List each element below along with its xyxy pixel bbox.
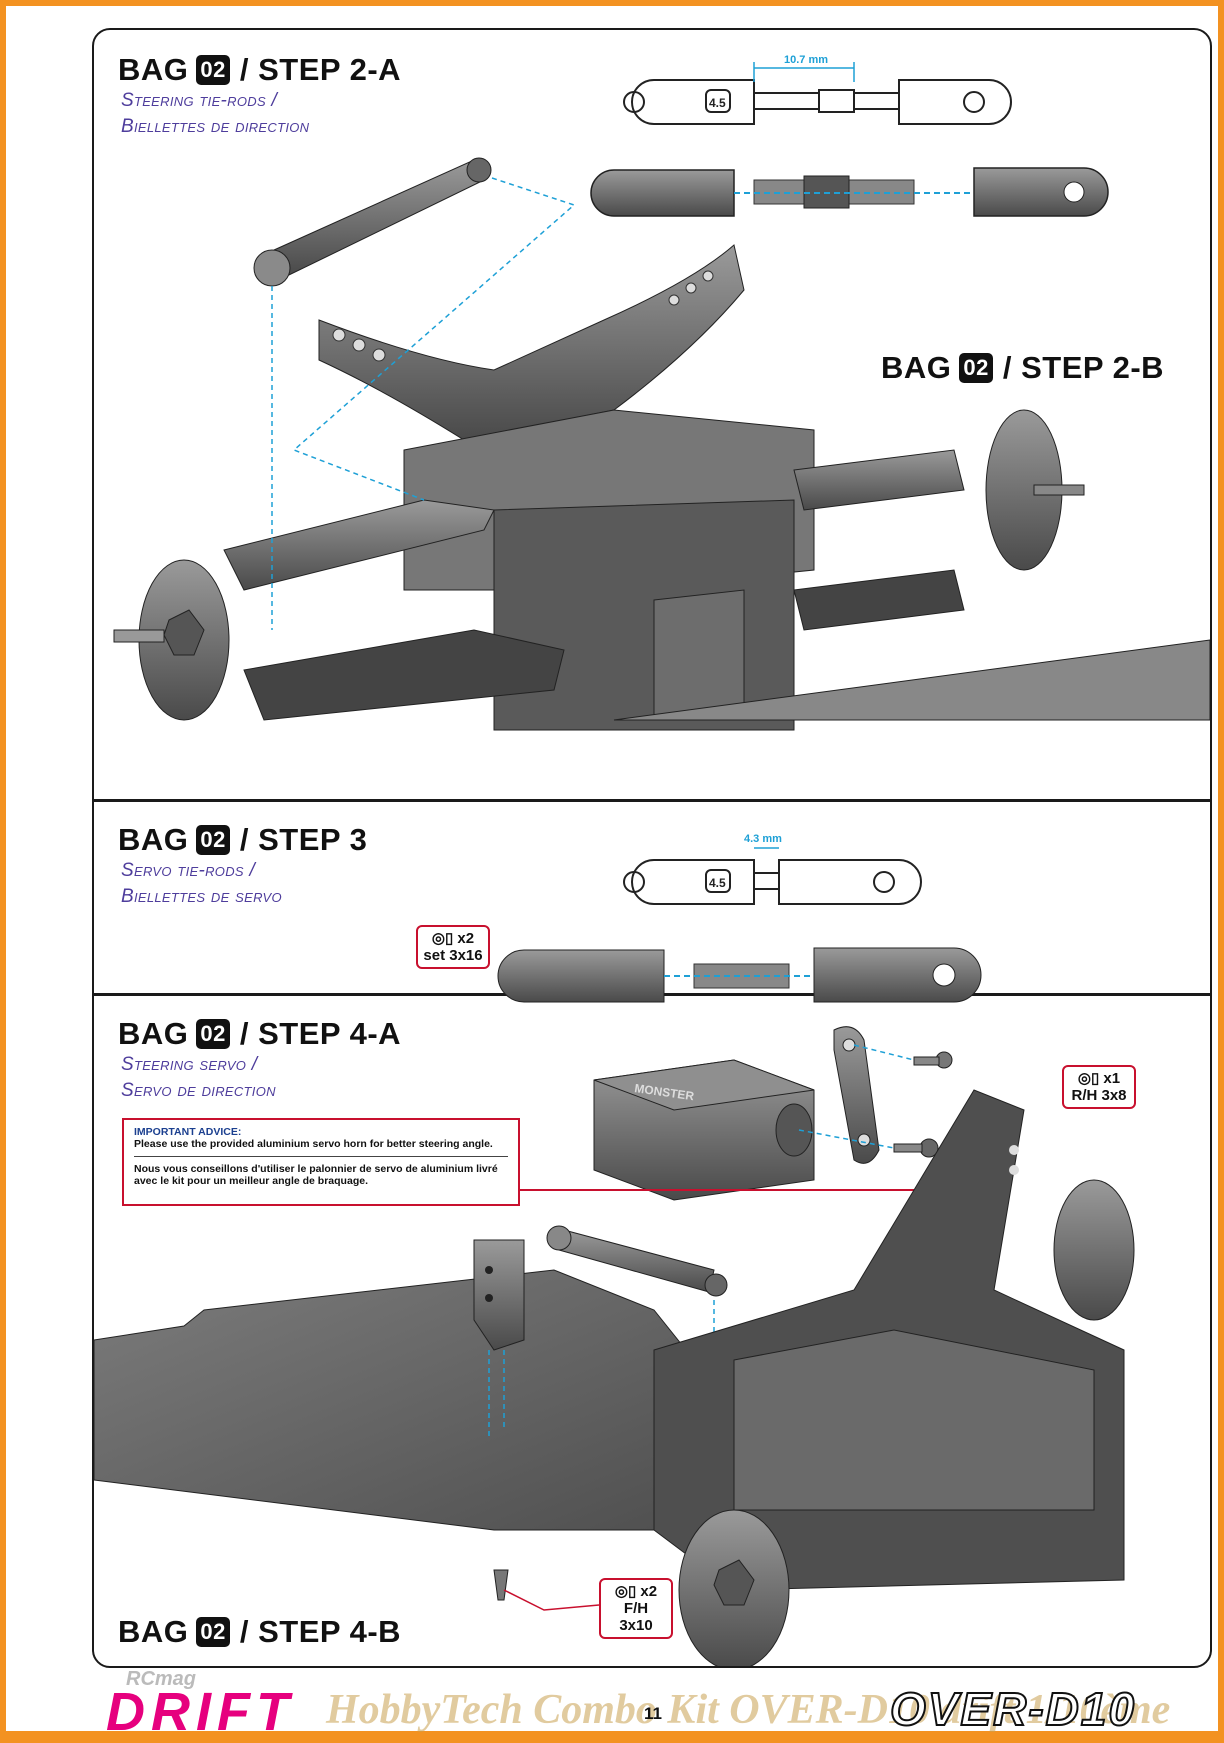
washer-icon: ◎▯ x2 (614, 1583, 658, 1600)
bag-number: 02 (196, 825, 230, 855)
part-badge-rh3x8: ◎▯ x1 R/H 3x8 (1062, 1065, 1136, 1109)
servo-link-rod (546, 1225, 728, 1400)
bag-label: BAG (881, 350, 952, 385)
bag-label: BAG (118, 1016, 189, 1051)
step-2b-title: BAG 02 / STEP 2-B (881, 350, 1164, 386)
chassis-plate (94, 1269, 735, 1531)
bag-label: BAG (118, 822, 189, 857)
servo-tierod-exploded-parts (497, 947, 982, 1003)
step-4a-subtitle-fr: Servo de direction (121, 1080, 276, 1101)
part-badge-set3x16: ◎▯ x2 set 3x16 (416, 925, 490, 969)
step-label: / STEP 3 (239, 822, 368, 857)
part-badge-fh3x10: ◎▯ x2 F/H 3x10 (599, 1578, 673, 1639)
step-2a-subtitle-en: Steering tie-rods / (121, 90, 278, 111)
advice-text-en: Please use the provided aluminium servo … (134, 1138, 493, 1150)
servo-horn (833, 1026, 880, 1164)
step-3-title: BAG 02 / STEP 3 (118, 822, 367, 858)
bag-number: 02 (196, 1019, 230, 1049)
steering-servo: MONSTER (593, 1059, 815, 1201)
rcmag-watermark: RCmag (126, 1668, 197, 1690)
front-end-assembly (113, 157, 1210, 731)
page-number: 11 (644, 1704, 662, 1723)
part-name: set 3x16 (423, 947, 483, 964)
front-bulkhead-assembly (653, 1089, 1135, 1666)
important-advice-box: IMPORTANT ADVICE: Please use the provide… (122, 1118, 520, 1206)
bag-number: 02 (959, 353, 993, 383)
step-3-subtitle-fr: Biellettes de servo (121, 886, 282, 907)
part-qty: x1 (1103, 1070, 1121, 1087)
step-4b-title: BAG 02 / STEP 4-B (118, 1614, 401, 1650)
servo-rod-dimension-label: 4.3 mm (744, 833, 782, 845)
bag-label: BAG (118, 1614, 189, 1649)
advice-text-fr-line1: Nous vous conseillons d'utiliser le palo… (134, 1163, 498, 1175)
washer-icon: ◎▯ x1 (1077, 1070, 1121, 1087)
step-4a-subtitle-en: Steering servo / (121, 1054, 258, 1075)
bag-number: 02 (196, 55, 230, 85)
tierod-end-size: 4.5 (709, 96, 726, 110)
advice-separator (134, 1156, 508, 1157)
step-3-subtitle-en: Servo tie-rods / (121, 860, 256, 881)
bag-number: 02 (196, 1617, 230, 1647)
servo-mount-block (473, 1239, 600, 1611)
step-2a-subtitle-fr: Biellettes de direction (121, 116, 310, 137)
tierod-dimension-label: 10.7 mm (784, 54, 828, 66)
tierod-outline-diagram (623, 79, 1012, 125)
part-qty: x2 (640, 1583, 658, 1600)
step-4a-title: BAG 02 / STEP 4-A (118, 1016, 401, 1052)
step-2a-title: BAG 02 / STEP 2-A (118, 52, 401, 88)
over-d10-logo: OVER-D10 (889, 1682, 1137, 1736)
part-qty: x2 (457, 930, 475, 947)
advice-heading: IMPORTANT ADVICE: (134, 1126, 242, 1138)
bag-label: BAG (118, 52, 189, 87)
manual-page: BAG 02 / STEP 2-A Steering tie-rods / Bi… (6, 6, 1218, 1742)
step-label: / STEP 4-A (239, 1016, 402, 1051)
advice-text-fr-line2: avec le kit pour un meilleur angle de br… (134, 1175, 368, 1187)
part-name: R/H 3x8 (1071, 1087, 1127, 1104)
divider-step3 (94, 799, 1210, 802)
kit-watermark: HobbyTech Combo Kit OVER-D10 drift 1/10è… (326, 1687, 1171, 1733)
ball-stud-and-screw (798, 1044, 953, 1158)
tierod-exploded-parts (590, 167, 1109, 217)
assembly-illustrations: 4.5 10.7 mm (94, 54, 1210, 1666)
instructions-frame: BAG 02 / STEP 2-A Steering tie-rods / Bi… (92, 28, 1212, 1668)
part-name: F/H 3x10 (619, 1600, 653, 1634)
servo-rod-end-size: 4.5 (709, 876, 726, 890)
step-label: / STEP 2-B (1002, 350, 1165, 385)
step-label: / STEP 2-A (239, 52, 402, 87)
servo-tierod-outline-diagram (623, 859, 922, 905)
drift-logo: DRIFT (106, 1682, 295, 1742)
washer-icon: ◎▯ x2 (431, 930, 475, 947)
step-label: / STEP 4-B (239, 1614, 402, 1649)
